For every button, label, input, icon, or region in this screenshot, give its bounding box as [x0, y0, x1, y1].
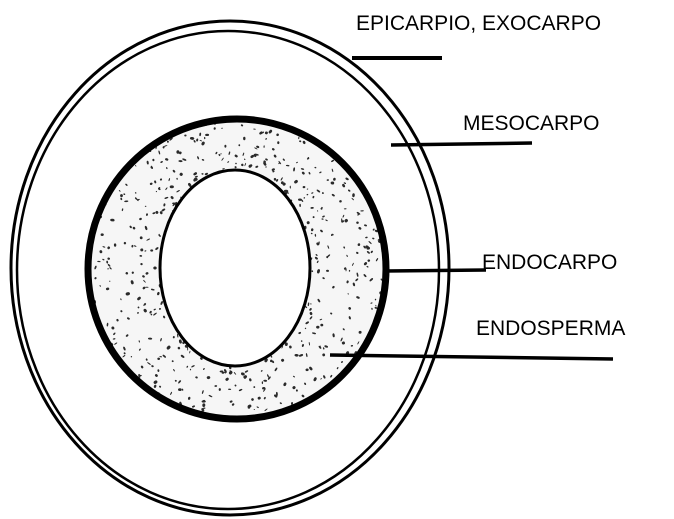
endocarp-label: ENDOCARPO — [482, 251, 617, 274]
speckle-dot — [224, 145, 226, 148]
endocarp-leader-line — [385, 270, 486, 271]
mesocarp-leader-line — [391, 143, 532, 145]
speckle-dot — [243, 137, 245, 140]
endosperm-leader-line — [330, 355, 613, 359]
speckle-dot — [139, 375, 142, 376]
epicarp-exocarp-label: EPICARPIO, EXOCARPO — [356, 12, 601, 35]
speckle-dot — [184, 135, 186, 137]
mesocarp-label: MESOCARPO — [463, 112, 600, 135]
seed-cavity — [160, 170, 310, 366]
endosperm-label: ENDOSPERMA — [476, 317, 625, 340]
